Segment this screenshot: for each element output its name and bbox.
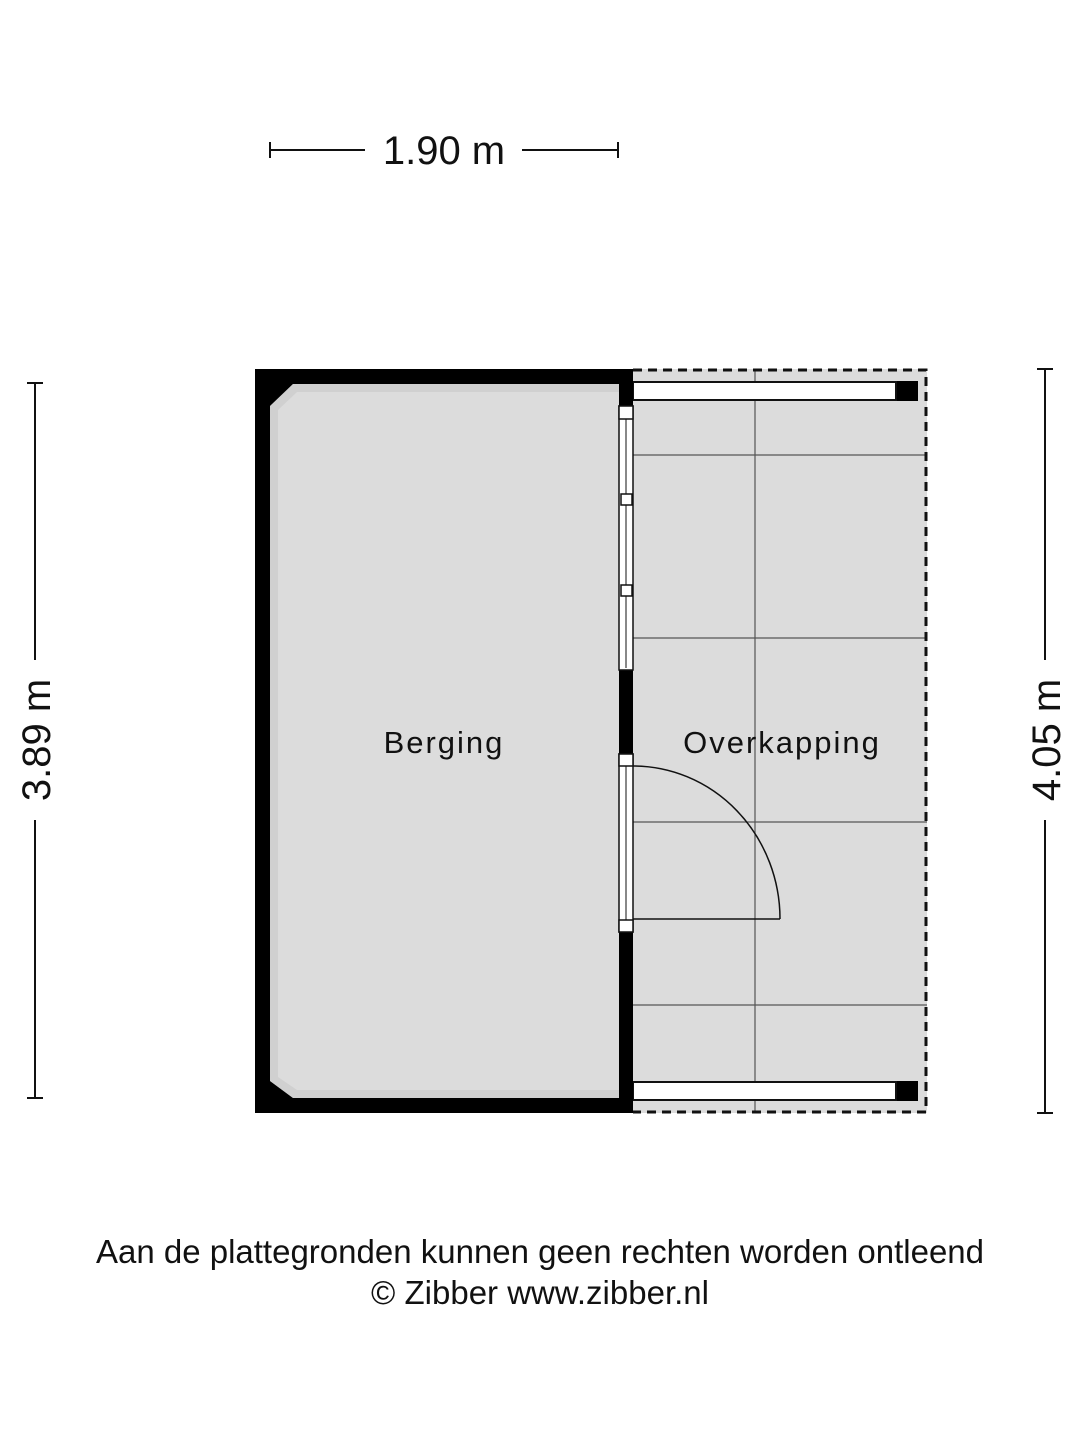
disclaimer-text: Aan de plattegronden kunnen geen rechten… bbox=[95, 1233, 985, 1270]
bottom-post bbox=[897, 1081, 918, 1101]
dimension-width-label: 1.90 m bbox=[383, 129, 505, 173]
room-label-overkapping: Overkapping bbox=[683, 725, 881, 760]
door bbox=[618, 753, 781, 933]
berging-room bbox=[255, 369, 633, 1113]
window-upper bbox=[618, 405, 634, 671]
overkapping-area bbox=[632, 368, 928, 1114]
dimension-height-left-label: 3.89 m bbox=[15, 679, 59, 801]
dimension-height-right-label: 4.05 m bbox=[1025, 679, 1069, 801]
copyright-text: © Zibber www.zibber.nl bbox=[371, 1274, 709, 1311]
bottom-beam bbox=[632, 1081, 897, 1101]
dimension-width-top: 1.90 m bbox=[269, 129, 619, 173]
top-beam bbox=[632, 381, 897, 401]
dimension-height-right: 4.05 m bbox=[1025, 368, 1069, 1114]
door-swing-arc bbox=[632, 765, 781, 920]
top-post bbox=[897, 381, 918, 401]
room-label-berging: Berging bbox=[384, 725, 505, 760]
dimension-height-left: 3.89 m bbox=[15, 382, 59, 1099]
berging-floor bbox=[270, 384, 619, 1098]
